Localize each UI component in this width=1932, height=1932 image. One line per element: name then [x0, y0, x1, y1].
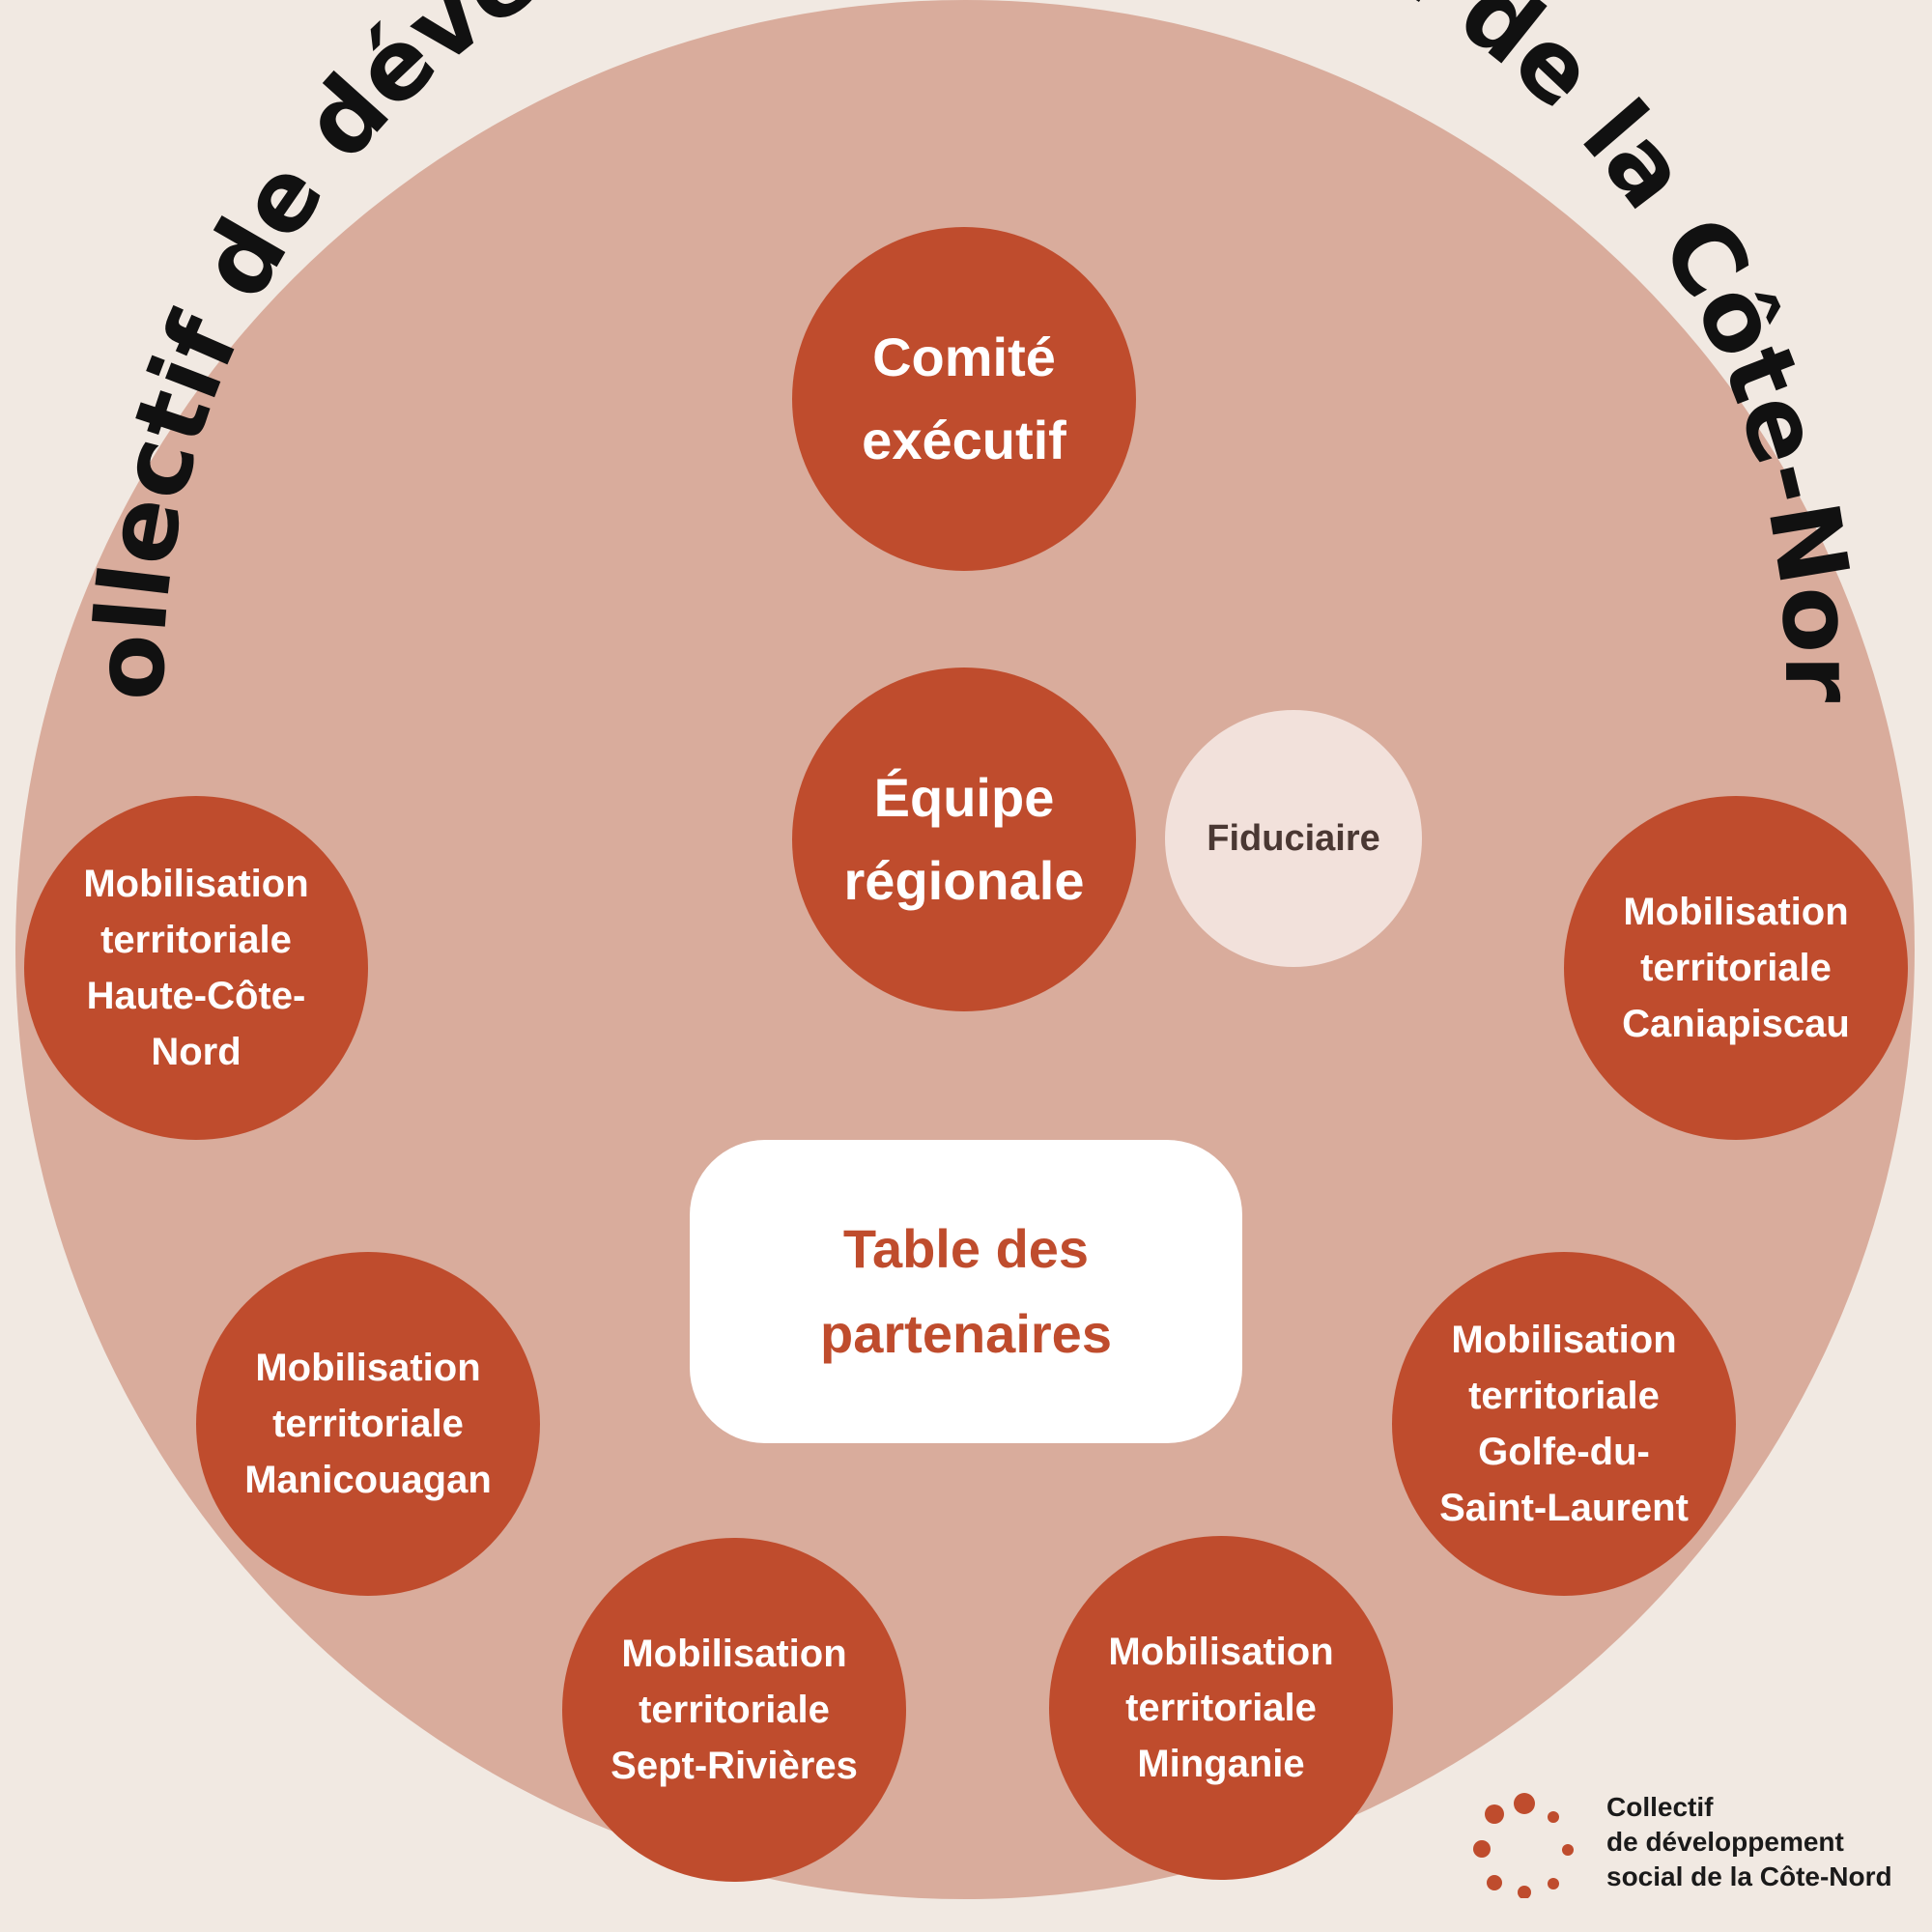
node-mobilisation-manicouagan: Mobilisation territoriale Manicouagan	[196, 1252, 540, 1596]
node-label: territoriale	[1640, 947, 1832, 989]
node-label: Nord	[151, 1031, 242, 1073]
node-label: Comité	[872, 327, 1056, 387]
node-label: territoriale	[639, 1689, 830, 1731]
node-label: Haute-Côte-	[86, 975, 306, 1017]
node-mobilisation-caniapiscau: Mobilisation territoriale Caniapiscau	[1564, 796, 1908, 1140]
node-label: Manicouagan	[244, 1459, 492, 1501]
node-label: territoriale	[1125, 1687, 1317, 1729]
logo-line: de développement	[1606, 1827, 1844, 1857]
node-mobilisation-haute-cote-nord: Mobilisation territoriale Haute-Côte- No…	[24, 796, 368, 1140]
node-mobilisation-minganie: Mobilisation territoriale Minganie	[1049, 1536, 1393, 1880]
node-label: territoriale	[272, 1403, 464, 1445]
logo-text: Collectif de développement social de la …	[1606, 1790, 1892, 1894]
node-label: exécutif	[862, 410, 1066, 470]
logo: Collectif de développement social de la …	[1468, 1792, 1913, 1898]
table-des-partenaires: Table des partenaires	[690, 1140, 1242, 1443]
node-label: Sept-Rivières	[611, 1745, 858, 1787]
node-label: Équipe	[873, 767, 1055, 828]
node-label: Mobilisation	[1623, 891, 1849, 933]
table-label: partenaires	[820, 1303, 1112, 1364]
node-label: territoriale	[100, 919, 292, 961]
node-equipe-regionale: Équipe régionale	[792, 668, 1136, 1011]
logo-line: social de la Côte-Nord	[1606, 1861, 1892, 1891]
node-label: Fiduciaire	[1207, 817, 1380, 859]
node-mobilisation-sept-rivieres: Mobilisation territoriale Sept-Rivières	[562, 1538, 906, 1882]
node-comite-executif: Comité exécutif	[792, 227, 1136, 571]
node-label: Minganie	[1137, 1743, 1305, 1785]
node-mobilisation-golfe-du-saint-laurent: Mobilisation territoriale Golfe-du- Sain…	[1392, 1252, 1736, 1596]
node-label: Mobilisation	[1451, 1319, 1677, 1361]
logo-line: Collectif	[1606, 1792, 1714, 1822]
node-label: Caniapiscau	[1622, 1003, 1850, 1045]
node-label: Mobilisation	[83, 863, 309, 905]
node-label: territoriale	[1468, 1375, 1660, 1417]
node-label: régionale	[843, 850, 1085, 911]
node-fiduciaire: Fiduciaire	[1165, 710, 1422, 967]
node-label: Mobilisation	[621, 1633, 847, 1675]
node-label: Mobilisation	[1108, 1631, 1334, 1673]
node-label: Saint-Laurent	[1439, 1487, 1689, 1529]
logo-dots-icon	[1473, 1793, 1574, 1898]
node-label: Mobilisation	[255, 1347, 481, 1389]
table-label: Table des	[842, 1218, 1090, 1279]
node-label: Golfe-du-	[1478, 1431, 1650, 1473]
